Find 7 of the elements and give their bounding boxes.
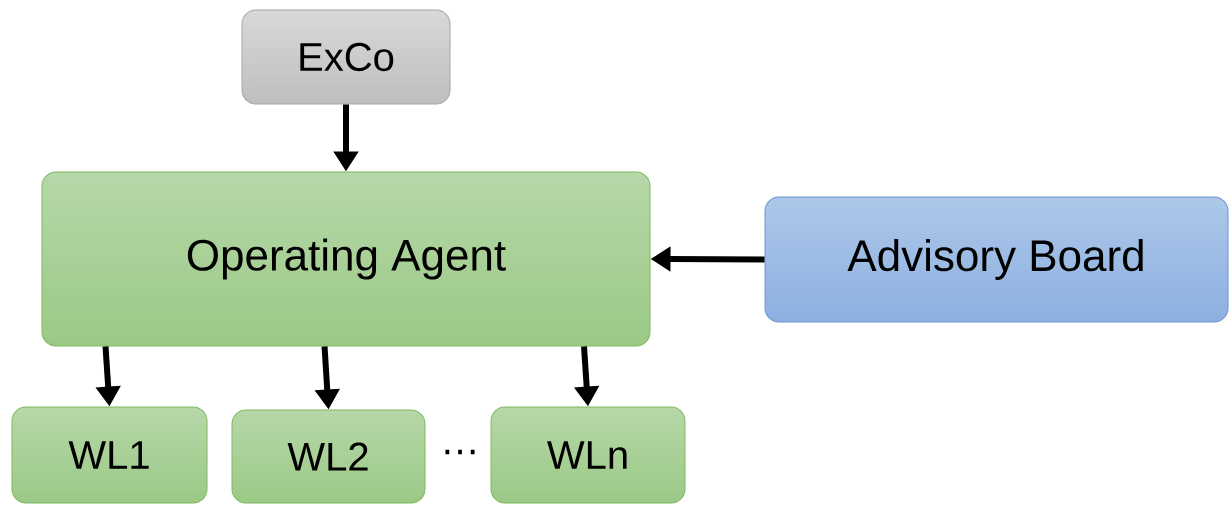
- group-box: WL2: [231, 409, 426, 504]
- group-box: WL1: [11, 406, 208, 504]
- agent-box: Operating Agent: [41, 171, 651, 347]
- committee-box: ExCo: [241, 9, 451, 105]
- group-box: WLn: [490, 406, 686, 504]
- ellipsis-text: …: [445, 449, 475, 455]
- board-box: Advisory Board: [764, 196, 1229, 323]
